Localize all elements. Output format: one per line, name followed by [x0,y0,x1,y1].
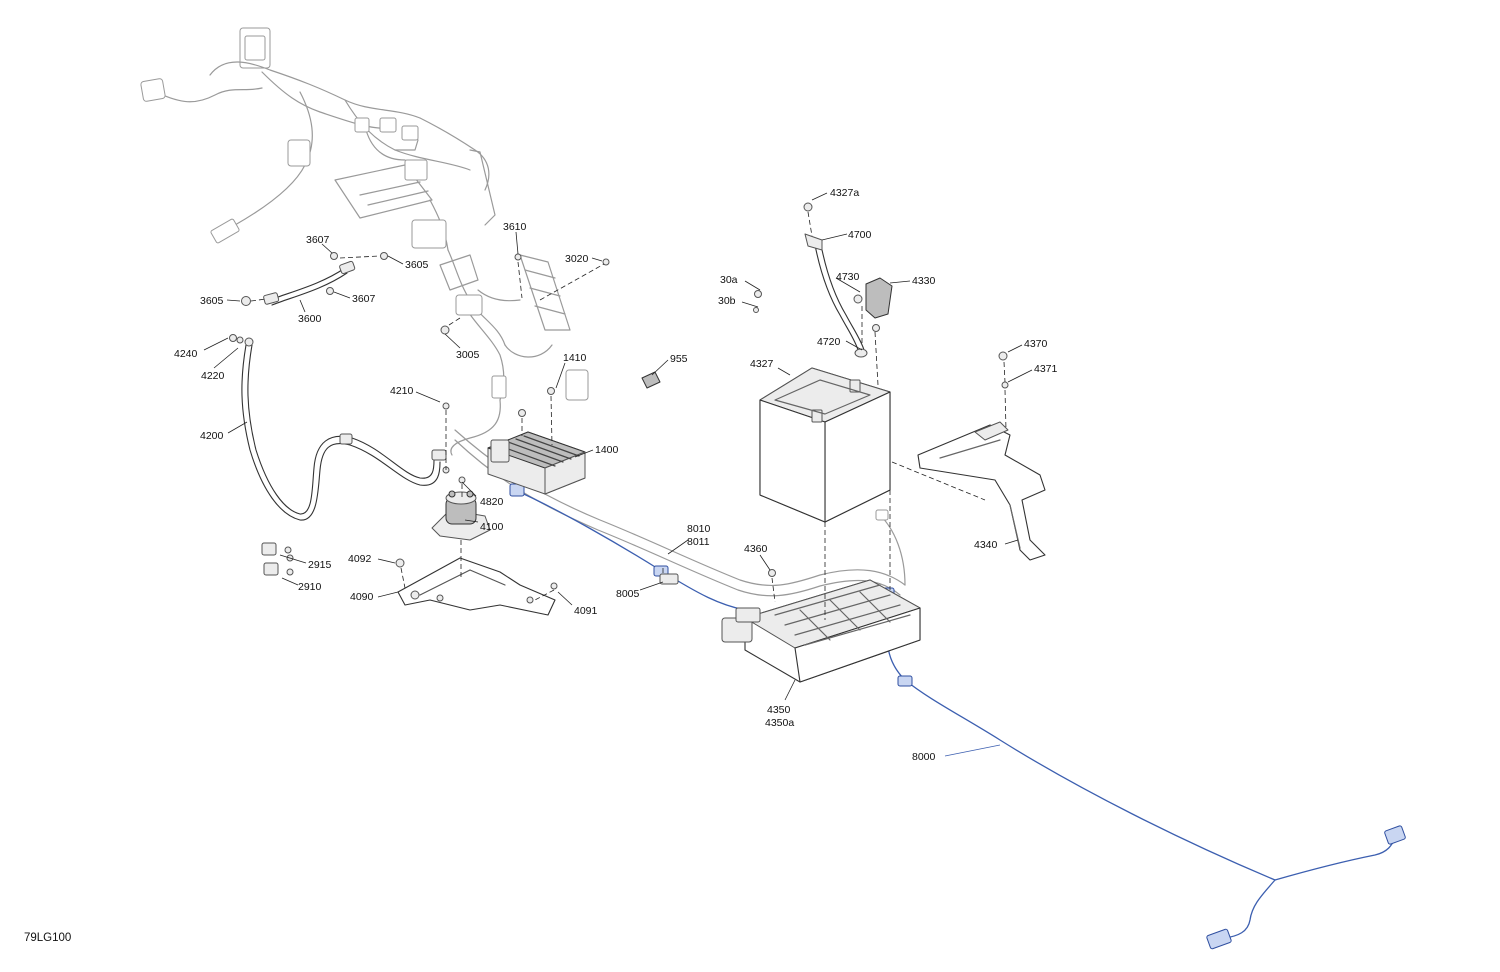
callout-4240: 4240 [174,348,198,360]
bolt-1410-a [518,409,526,417]
callout-3605-left: 3605 [200,295,224,307]
callout-8000: 8000 [912,751,936,763]
part-4100-solenoid [431,490,491,541]
callout-4700: 4700 [848,229,872,241]
callout-4200: 4200 [200,430,224,442]
callout-3610: 3610 [503,221,527,233]
bolt-4370 [998,351,1008,361]
callout-4330: 4330 [912,275,936,287]
callout-4360: 4360 [744,543,768,555]
callout-4350: 4350 [767,704,791,716]
leader-lines [203,192,1033,757]
callout-2915: 2915 [308,559,332,571]
callout-4720: 4720 [817,336,841,348]
callout-4091: 4091 [574,605,598,617]
callout-4340: 4340 [974,539,998,551]
charging-harness-8000 [509,483,1406,950]
nut-3607-lower [326,287,334,295]
screw-4360 [768,569,776,577]
part-1400-voltage-regulator [487,431,586,495]
nut-4730 [853,294,863,304]
bolt-3610 [514,253,522,261]
callout-4090: 4090 [350,591,374,603]
bolt-30a [754,290,762,298]
screw-4091 [550,582,558,590]
main-harness-ghost [140,27,589,456]
clip-8005 [659,573,679,585]
callout-4327: 4327 [750,358,774,370]
bolt-3605-right [380,252,388,260]
callout-3020: 3020 [565,253,589,265]
part-4700-battery-cable [804,233,868,358]
part-4340-battery-bracket [917,421,1046,561]
bolt-4327a [803,202,813,212]
part-2910-clips [261,542,294,576]
callout-4371: 4371 [1034,363,1058,375]
callout-4092: 4092 [348,553,372,565]
clip-955 [641,371,661,389]
part-4090-bracket [397,557,556,616]
callout-8010: 8010 [687,523,711,535]
callout-labels: 4327a 4700 4730 4330 30a 30b 4720 4327 4… [174,187,1058,763]
nut-3607-upper [330,252,338,260]
callout-30b: 30b [718,295,736,307]
bolt-3020 [602,258,610,266]
nut-4210 [442,402,450,410]
callout-955: 955 [670,353,688,365]
callout-4730: 4730 [836,271,860,283]
callout-1400: 1400 [595,444,619,456]
callout-3005: 3005 [456,349,480,361]
callout-4100: 4100 [480,521,504,533]
nut-4820-b [458,476,466,484]
bolt-3605-left [241,296,251,306]
callout-2910: 2910 [298,581,322,593]
callout-4350a: 4350a [765,717,794,729]
callout-3605-right: 3605 [405,259,429,271]
screw-4092 [395,558,405,568]
callout-4370: 4370 [1024,338,1048,350]
bolt-4720 [872,324,880,332]
part-4330-terminal-cover [865,277,893,319]
bolt-3005 [440,325,450,335]
bolt-1410-b [547,387,555,395]
part-3600-ground-strap [263,260,356,306]
callout-4327a: 4327a [830,187,859,199]
callout-8011: 8011 [687,536,710,548]
washer-30b [753,307,759,313]
washer-4371 [1001,381,1009,389]
callout-4220: 4220 [201,370,225,382]
callout-30a: 30a [720,274,738,286]
part-4327-battery [759,367,891,523]
part-4350-fuse-box [721,579,921,683]
callout-3607-lower: 3607 [352,293,376,305]
callout-4210: 4210 [390,385,414,397]
callout-3607-upper: 3607 [306,234,330,246]
diagram-code: 79LG100 [24,932,71,944]
callout-8005: 8005 [616,588,640,600]
callout-4820: 4820 [480,496,504,508]
callout-3600: 3600 [298,313,322,325]
callout-1410: 1410 [563,352,587,364]
part-4200-battery-cable [229,334,447,521]
